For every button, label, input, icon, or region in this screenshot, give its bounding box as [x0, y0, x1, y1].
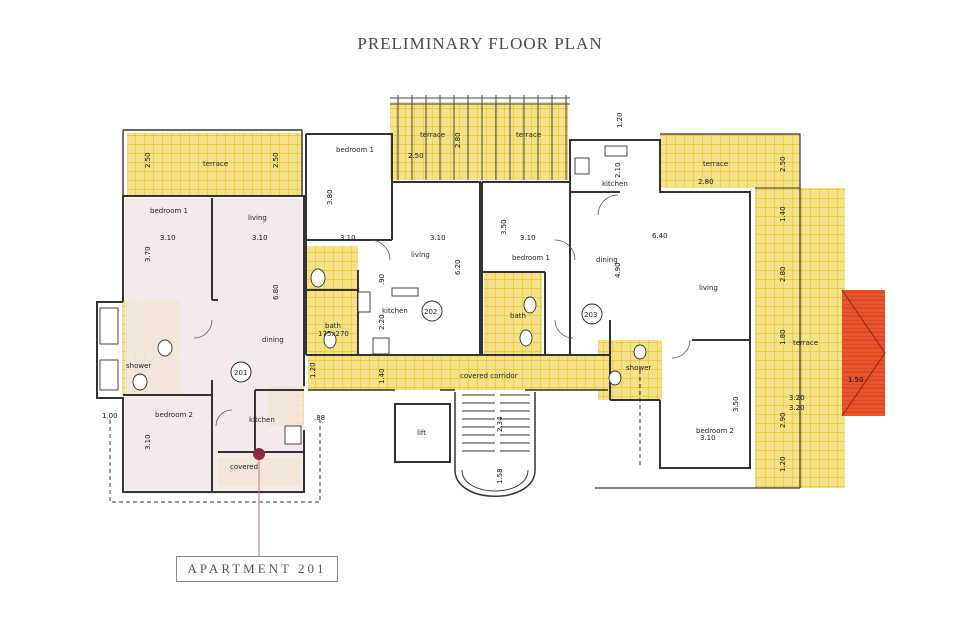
page-title: PRELIMINARY FLOOR PLAN	[357, 34, 603, 53]
label-living-202: living	[411, 251, 430, 259]
walls	[96, 129, 801, 493]
unit-marker-202	[421, 300, 443, 322]
dim-310-f: 3.10	[520, 234, 536, 242]
label-terrace-203-top: terrace	[703, 160, 728, 168]
dim-220: 2.20	[378, 314, 386, 330]
dim-100: 1.00	[102, 412, 118, 420]
dim-120-a: 1.20	[309, 362, 317, 378]
dim-250-c: 2.50	[408, 152, 424, 160]
dim-290: 2.90	[779, 412, 787, 428]
door-swings	[193, 194, 691, 427]
label-kitchen-202: kitchen	[382, 307, 408, 315]
dim-310-c: 3.10	[144, 434, 152, 450]
dim-250-b: 2.50	[272, 152, 280, 168]
dim-350-b: 3.50	[732, 396, 740, 412]
dim-90: .90	[378, 274, 386, 285]
pergola	[390, 95, 570, 180]
dim-310-g: 3.10	[700, 434, 716, 442]
callout-dot[interactable]	[253, 448, 265, 460]
dim-380: 3.80	[326, 189, 334, 205]
dim-350-a: 3.50	[500, 219, 508, 235]
label-terrace-201: terrace	[203, 160, 228, 168]
label-living-201: living	[248, 214, 267, 222]
dim-310-e: 3.10	[430, 234, 446, 242]
label-unit-202: 202	[424, 308, 437, 316]
dim-150: 1.50	[848, 376, 864, 384]
label-terrace-203-side: terrace	[793, 339, 818, 347]
label-covered-corridor: covered corridor	[460, 372, 518, 380]
dim-620: 6.20	[454, 259, 462, 275]
dim-140-b: 1.40	[779, 206, 787, 222]
dim-120-b: 1.20	[779, 456, 787, 472]
label-shower-201: shower	[126, 362, 151, 370]
dim-490: 4.90	[614, 262, 622, 278]
dim-250-a: 2.50	[144, 152, 152, 168]
label-bedroom1-203: bedroom 1	[512, 254, 550, 262]
label-dining-203: dining	[596, 256, 618, 264]
dim-234: 2.34	[496, 416, 504, 432]
dim-310-a: 3.10	[160, 234, 176, 242]
roof-tiles	[842, 290, 885, 416]
label-lift: lift	[417, 429, 426, 437]
label-terrace-top-b: terrace	[516, 131, 541, 139]
dim-250-d: 2.50	[779, 156, 787, 172]
dim-140: 1.40	[378, 368, 386, 384]
label-bath-203: bath	[510, 312, 526, 320]
dim-320-b: 3.20	[789, 404, 805, 412]
terrace-201-tiles	[127, 133, 302, 195]
label-dining-201: dining	[262, 336, 284, 344]
covered-corridor-tiles	[308, 356, 608, 390]
unit-marker-203	[581, 303, 603, 325]
dim-210: 2.10	[614, 162, 622, 178]
label-bedroom2-201: bedroom 2	[155, 411, 193, 419]
dim-158: 1.58	[496, 468, 504, 484]
dim-280-b: 2.80	[698, 178, 714, 186]
dim-640: 6.40	[652, 232, 668, 240]
label-covered-201: covered	[230, 463, 258, 471]
dimension-labels: 2.50 2.50 3.10 3.10 3.70 6.80 3.10 1.00 …	[102, 112, 864, 484]
terrace-top-tiles	[390, 102, 568, 180]
dim-310-d: 3.10	[340, 234, 356, 242]
dim-180: 1.80	[779, 329, 787, 345]
label-unit-203: 203	[584, 311, 597, 319]
dim-680: 6.80	[272, 284, 280, 300]
label-shower-203: shower	[626, 364, 651, 372]
label-bath-202-size: 175x270	[318, 330, 349, 338]
room-labels: terrace bedroom 1 living dining 201 bedr…	[126, 131, 818, 471]
label-unit-201: 201	[234, 369, 247, 377]
label-kitchen-203: kitchen	[602, 180, 628, 188]
apartment-201-tint	[125, 198, 303, 494]
dim-120-c: 1.20	[616, 112, 624, 128]
label-bedroom1-202: bedroom 1	[336, 146, 374, 154]
label-kitchen-201: kitchen	[249, 416, 275, 424]
label-terrace-top-a: terrace	[420, 131, 445, 139]
bath-203-tiles	[484, 272, 542, 356]
dim-310-b: 3.10	[252, 234, 268, 242]
terrace-203-top-tiles	[660, 134, 800, 188]
fixtures	[99, 145, 647, 445]
apartment-label[interactable]: APARTMENT 201	[176, 556, 338, 582]
roof-ridge	[841, 289, 886, 417]
staircase	[454, 394, 536, 497]
dim-320-a: 3.20	[789, 394, 805, 402]
dim-280-c: 2.80	[779, 266, 787, 282]
label-living-203: living	[699, 284, 718, 292]
unit-marker-201	[230, 361, 252, 383]
label-bedroom1-201: bedroom 1	[150, 207, 188, 215]
dim-280: 2.80	[454, 132, 462, 148]
dim-370: 3.70	[144, 246, 152, 262]
dashed-outlines	[109, 370, 641, 503]
shower-203-tiles	[598, 340, 662, 400]
label-bath-202: bath	[325, 322, 341, 330]
label-bedroom2-203: bedroom 2	[696, 427, 734, 435]
dim-88: .88	[314, 414, 325, 422]
unit-markers	[230, 300, 603, 383]
